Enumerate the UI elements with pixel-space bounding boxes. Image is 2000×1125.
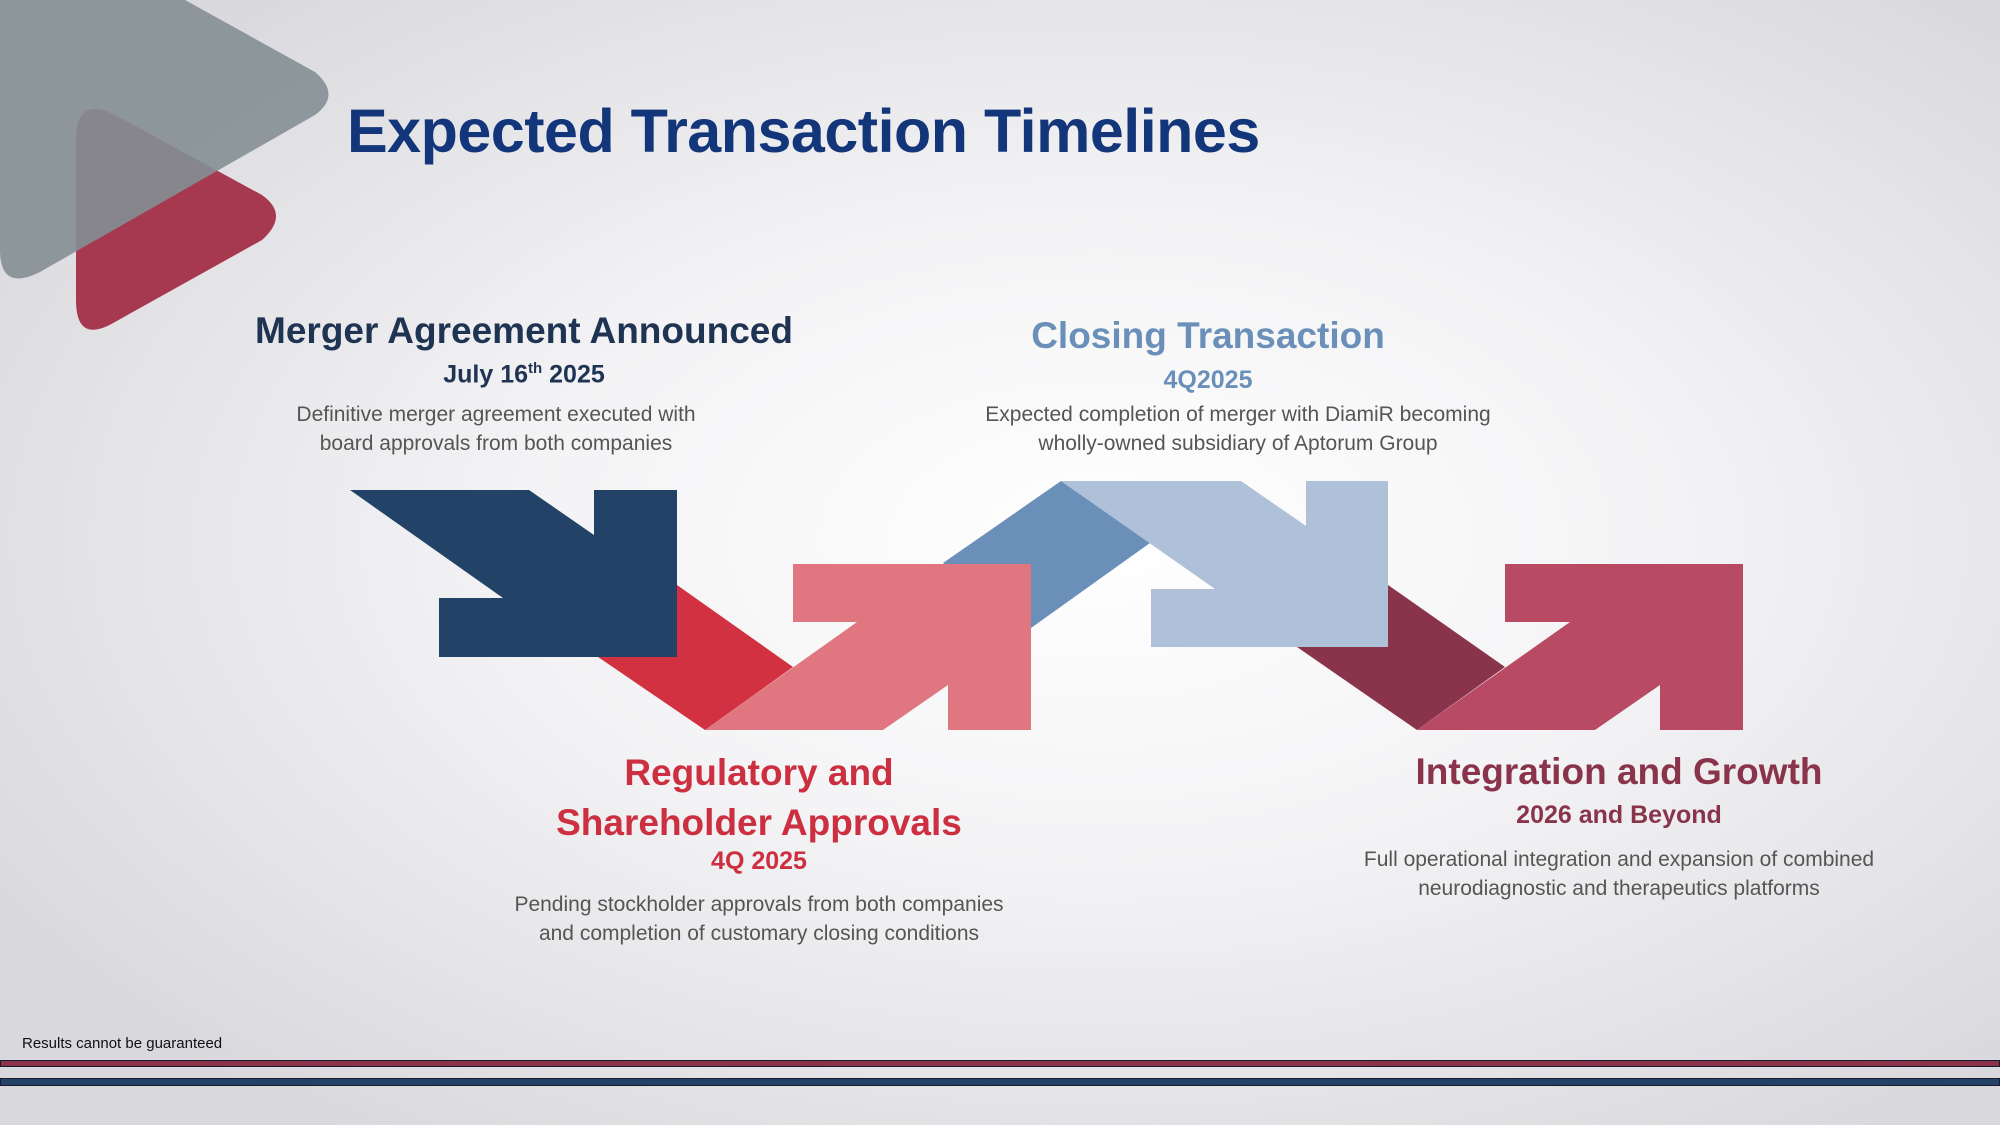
- description-line: and completion of customary closing cond…: [538, 922, 980, 945]
- milestone-date: 2026 and Beyond: [1516, 801, 1722, 829]
- heading-line: Shareholder Approvals: [556, 802, 962, 843]
- light-blue-down-arrow: [1061, 481, 1388, 647]
- milestone-heading: Integration and Growth: [1415, 751, 1823, 792]
- description-line: neurodiagnostic and therapeutics platfor…: [1418, 877, 1820, 900]
- date-year: 2025: [542, 360, 605, 389]
- description-line: Pending stockholder approvals from both …: [514, 893, 1004, 916]
- description-line: Definitive merger agreement executed wit…: [296, 403, 696, 426]
- description-line: Expected completion of merger with Diami…: [985, 403, 1491, 426]
- logo-triangles: [0, 0, 329, 330]
- disclaimer-note: Results cannot be guaranteed: [22, 1035, 223, 1052]
- description-line: Full operational integration and expansi…: [1363, 848, 1875, 871]
- timeline-arrows: [350, 481, 1743, 730]
- footer-navy-line: [0, 1078, 2000, 1086]
- grey-triangle-shape: [0, 0, 329, 279]
- navy-down-arrow: [350, 490, 677, 657]
- milestone-description: Expected completion of merger with Diami…: [985, 400, 1490, 458]
- milestone-heading: Closing Transaction: [1031, 315, 1385, 356]
- date-text: July 16: [443, 360, 529, 389]
- milestone-description: Pending stockholder approvals from both …: [514, 890, 1003, 948]
- milestone-date: 4Q 2025: [711, 847, 807, 875]
- description-line: board approvals from both companies: [319, 432, 673, 455]
- milestone-date: 4Q2025: [1163, 366, 1253, 394]
- milestone-description: Full operational integration and expansi…: [1364, 845, 1874, 903]
- heading-line: Regulatory and: [624, 752, 894, 793]
- pink-up-arrow: [705, 564, 1031, 730]
- description-line: wholly-owned subsidiary of Aptorum Group: [1038, 432, 1438, 455]
- milestone-heading: Merger Agreement Announced: [255, 310, 793, 351]
- date-superscript: th: [528, 360, 543, 377]
- footer-maroon-line: [0, 1060, 2000, 1067]
- milestone-description: Definitive merger agreement executed wit…: [296, 400, 695, 458]
- page-title: Expected Transaction Timelines: [347, 97, 1260, 165]
- milestone-date: July 16th 2025: [443, 360, 605, 389]
- rose-up-arrow: [1417, 564, 1743, 730]
